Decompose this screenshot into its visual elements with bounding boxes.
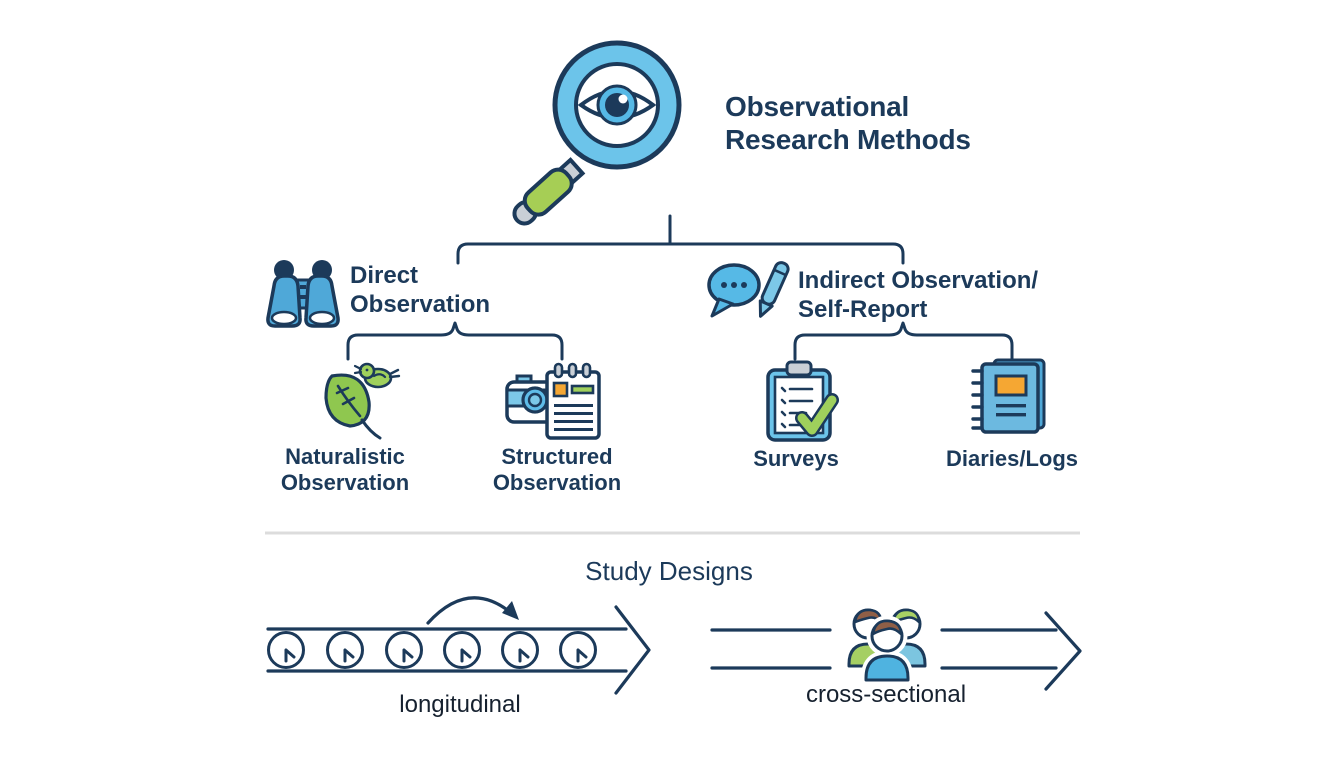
people-group-icon [847, 608, 927, 682]
repeat-arc-arrow [426, 596, 512, 625]
longitudinal-label: longitudinal [399, 691, 521, 718]
surveys-label: Surveys [753, 446, 839, 471]
longitudinal-arrow [266, 596, 651, 695]
structured-label-line1: Structured [501, 444, 613, 469]
page-title-line2: Research Methods [725, 124, 971, 155]
indirect-observation-label: Indirect Observation/ Self-Report [798, 266, 1038, 324]
direct-bracket-line [346, 321, 564, 361]
direct-observation-label-line2: Observation [350, 291, 491, 318]
naturalistic-observation-label: Naturalistic Observation [260, 444, 430, 496]
leaf-bird-icon [324, 362, 401, 440]
diaries-logs-label: Diaries/Logs [945, 446, 1079, 471]
magnifier-eye-icon [512, 40, 682, 226]
study-designs-title: Study Designs [585, 556, 753, 586]
page-title-line1: Observational [725, 91, 910, 122]
indirect-observation-label-line1: Indirect Observation/ [798, 267, 1039, 294]
clock-icons [267, 631, 597, 669]
indirect-bracket-line [793, 321, 1014, 361]
structured-observation-label: Structured Observation [472, 444, 642, 496]
repeat-arc-arrowhead [502, 601, 519, 620]
structured-label-line2: Observation [492, 470, 622, 495]
naturalistic-label-line1: Naturalistic [285, 444, 405, 469]
page-title: Observational Research Methods [725, 90, 971, 156]
binoculars-icon [266, 260, 340, 328]
naturalistic-label-line2: Observation [280, 470, 410, 495]
direct-observation-label: Direct Observation [350, 261, 490, 319]
cross-sectional-label: cross-sectional [805, 681, 967, 708]
speech-bubble-pen-icon [707, 261, 790, 318]
notebook-icon [971, 358, 1046, 434]
clipboard-check-icon [766, 360, 839, 442]
indirect-observation-label-line2: Self-Report [798, 296, 928, 323]
main-bracket-line [456, 242, 905, 265]
direct-observation-label-line1: Direct [350, 262, 419, 289]
camera-notepad-icon [505, 362, 601, 440]
